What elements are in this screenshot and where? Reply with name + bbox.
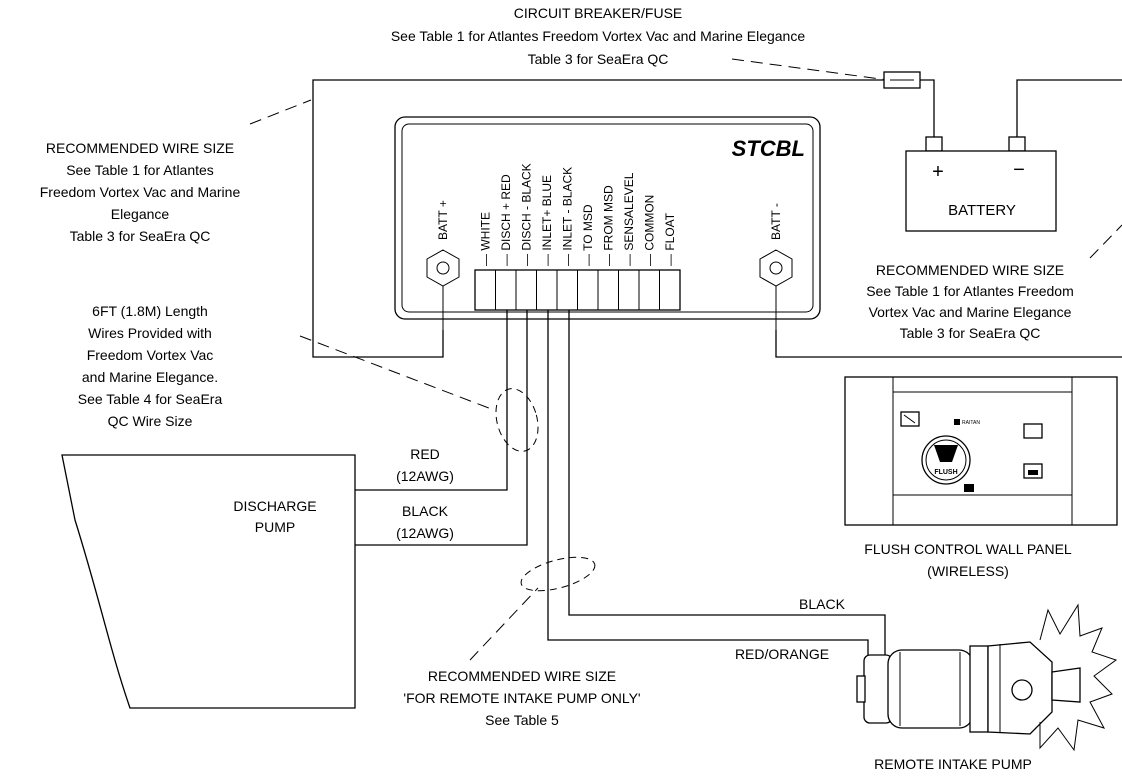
disch-red-wire	[355, 310, 508, 491]
wire-size-right-note: RECOMMENDED WIRE SIZE See Table 1 for At…	[866, 262, 1074, 341]
discharge-pump-label-1: DISCHARGE	[233, 498, 316, 514]
inlet-black-wire	[568, 310, 886, 655]
remote-intake-pump: REMOTE INTAKE PUMP	[856, 603, 1118, 772]
wire-size-right-line-3: Vortex Vac and Marine Elegance	[869, 304, 1072, 320]
pump-end-nub	[856, 675, 866, 703]
batt-neg-wire	[775, 330, 1122, 358]
wire-size-left-line-1: RECOMMENDED WIRE SIZE	[46, 140, 234, 156]
terminal-label: — COMMON	[642, 195, 656, 266]
discharge-pump-body	[61, 454, 356, 709]
wire-size-left-note: RECOMMENDED WIRE SIZE See Table 1 for At…	[40, 140, 241, 244]
inlet-blue-wire	[547, 310, 869, 668]
wall-panel-button-br-icon	[1028, 470, 1038, 475]
breaker-title: CIRCUIT BREAKER/FUSE	[514, 5, 683, 21]
red-wire-gauge: (12AWG)	[396, 468, 454, 484]
battery-neg-post	[1008, 136, 1026, 152]
controller-outer	[394, 116, 821, 320]
wire-size-left-line-4: Elegance	[111, 206, 170, 222]
controller: STCBL BATT + BATT - — WHITE — DISCH + RED…	[394, 116, 821, 330]
wall-panel-frame	[844, 376, 1118, 526]
batt-neg-top-wire	[1016, 79, 1122, 137]
intake-black-label: BLACK	[799, 596, 846, 612]
terminal-label: — FLOAT	[663, 212, 677, 266]
wall-panel-indicator-icon	[964, 484, 974, 492]
length-note: 6FT (1.8M) Length Wires Provided with Fr…	[78, 303, 223, 429]
terminal-label: — FROM MSD	[601, 185, 615, 266]
remote-wire-line-2: 'FOR REMOTE INTAKE PUMP ONLY'	[403, 690, 640, 706]
length-note-line-1: 6FT (1.8M) Length	[92, 303, 208, 319]
breaker-line-3: Table 3 for SeaEra QC	[528, 51, 669, 67]
wall-panel-toilet-icon	[903, 414, 916, 424]
wire-size-left-leader	[249, 99, 312, 125]
intake-pump-label: REMOTE INTAKE PUMP	[874, 756, 1032, 772]
pump-flange	[969, 645, 989, 733]
wire-size-right-line-4: Table 3 for SeaEra QC	[900, 325, 1041, 341]
battery-label: BATTERY	[948, 202, 1016, 219]
pump-burst-outline	[1039, 603, 1118, 752]
flush-button-ring	[925, 439, 967, 481]
batt-pos-stud-bolt	[436, 261, 450, 275]
batt-neg-stud-bolt	[769, 261, 783, 275]
remote-wire-size-note: RECOMMENDED WIRE SIZE 'FOR REMOTE INTAKE…	[403, 668, 640, 728]
controller-inner	[401, 123, 814, 313]
black-wire-gauge: (12AWG)	[396, 525, 454, 541]
discharge-pump-label-2: PUMP	[255, 519, 295, 535]
length-note-line-3: Freedom Vortex Vac	[87, 347, 214, 363]
wire-size-left-line-5: Table 3 for SeaEra QC	[70, 228, 211, 244]
breaker-line-2: See Table 1 for Atlantes Freedom Vortex …	[391, 28, 805, 44]
breaker-leader	[731, 58, 889, 81]
fuse-to-battery-wire	[920, 79, 935, 137]
battery-plus-sign: +	[932, 161, 944, 183]
length-note-leader	[299, 335, 495, 411]
terminal-dividers	[495, 270, 660, 310]
length-note-line-5: See Table 4 for SeaEra	[78, 391, 223, 407]
length-note-line-4: and Marine Elegance.	[82, 369, 218, 385]
brand-logo-icon	[954, 419, 960, 425]
battery-minus-sign: −	[1013, 159, 1025, 181]
wall-panel-face	[892, 391, 1073, 496]
wall-panel-brand: RAITAN	[962, 420, 980, 426]
length-note-line-6: QC Wire Size	[108, 413, 193, 429]
remote-wire-leader	[469, 587, 539, 661]
length-note-line-2: Wires Provided with	[88, 325, 212, 341]
wire-size-right-leader	[1089, 224, 1122, 259]
battery-pos-post	[925, 136, 943, 152]
black-wire-label: BLACK	[402, 503, 449, 519]
terminal-label: — TO MSD	[581, 204, 595, 266]
battery: + − BATTERY	[905, 136, 1057, 232]
wall-panel-label-1: FLUSH CONTROL WALL PANEL	[864, 541, 1072, 557]
breaker-note: CIRCUIT BREAKER/FUSE See Table 1 for Atl…	[391, 5, 805, 67]
remote-wire-line-1: RECOMMENDED WIRE SIZE	[428, 668, 616, 684]
wall-panel-label-2: (WIRELESS)	[927, 563, 1009, 579]
flush-button-label: FLUSH	[934, 469, 957, 476]
disch-black-wire	[355, 310, 528, 546]
terminal-labels: — WHITE — DISCH + RED — DISCH - BLACK — INL…	[478, 163, 677, 266]
wire-size-left-line-2: See Table 1 for Atlantes	[66, 162, 214, 178]
red-wire-label: RED	[410, 446, 440, 462]
controller-model: STCBL	[732, 136, 805, 161]
discharge-bundle-mark	[495, 388, 539, 452]
batt-neg-label: BATT -	[769, 203, 783, 240]
intake-bundle-mark	[520, 556, 596, 592]
terminal-label: — INLET - BLACK	[560, 167, 574, 266]
wire-size-right-line-1: RECOMMENDED WIRE SIZE	[876, 262, 1064, 278]
wire-size-right-line-2: See Table 1 for Atlantes Freedom	[866, 283, 1074, 299]
terminal-label: — WHITE	[478, 212, 492, 266]
flush-toilet-icon	[934, 445, 958, 462]
pump-port	[1011, 679, 1033, 701]
flush-wall-panel: FLUSH RAITAN FLUSH CONTROL WALL PANEL (W…	[844, 376, 1118, 579]
remote-wire-line-3: See Table 5	[485, 712, 559, 728]
wall-panel-button-tr[interactable]	[1023, 423, 1043, 439]
pump-outlet	[1051, 667, 1081, 703]
terminal-label: — DISCH + RED	[499, 174, 513, 266]
intake-red-orange-label: RED/ORANGE	[735, 646, 829, 662]
batt-pos-label: BATT +	[436, 200, 450, 240]
terminal-label: — SENSALEVEL	[622, 172, 636, 266]
batt-pos-wire	[312, 79, 884, 358]
terminal-label: — DISCH - BLACK	[519, 163, 533, 266]
wire-size-left-line-3: Freedom Vortex Vac and Marine	[40, 184, 241, 200]
battery-body	[905, 150, 1057, 232]
terminal-label: — INLET+ BLUE	[540, 175, 554, 266]
